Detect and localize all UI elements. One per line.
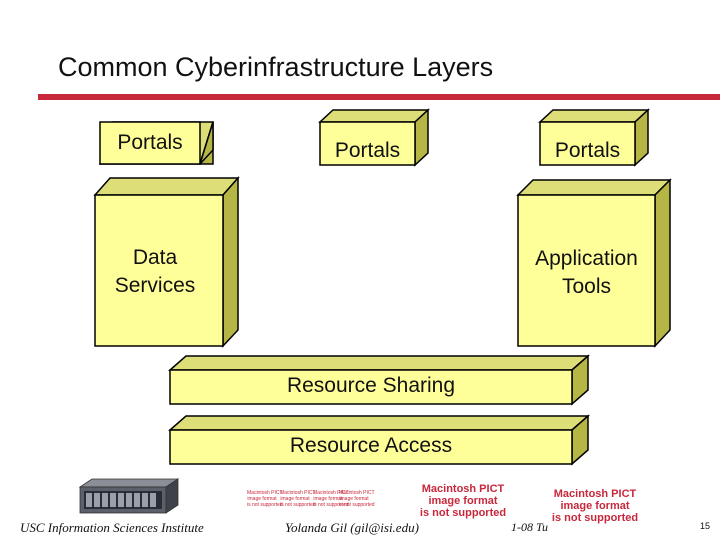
portals-right-label: Portals bbox=[554, 139, 621, 162]
slide-title: Common Cyberinfrastructure Layers bbox=[58, 52, 494, 82]
application-tools-box bbox=[516, 178, 672, 348]
portals-right-box bbox=[538, 108, 650, 167]
footer-date: 1-08 Tu bbox=[511, 520, 549, 534]
footer-author: Yolanda Gil (gil@isi.edu) bbox=[285, 520, 419, 535]
data-services-box bbox=[93, 176, 240, 348]
application-tools-label-line1: Application bbox=[535, 247, 638, 270]
page-number: 15 bbox=[700, 521, 711, 531]
data-services-label-line2: Services bbox=[114, 274, 196, 297]
footer-institute: USC Information Sciences Institute bbox=[20, 520, 204, 535]
data-services-label-line1: Data bbox=[132, 246, 178, 269]
resource-sharing-box bbox=[168, 354, 590, 406]
resource-access-label: Resource Access bbox=[289, 434, 453, 457]
application-tools-label-line2: Tools bbox=[561, 275, 612, 298]
portals-mid-label: Portals bbox=[334, 139, 401, 162]
resource-access-box bbox=[168, 414, 590, 466]
title-underline bbox=[38, 94, 720, 100]
portals-left-box bbox=[98, 121, 215, 165]
portals-mid-box bbox=[318, 108, 430, 167]
server-rack-image bbox=[78, 478, 180, 514]
resource-sharing-label: Resource Sharing bbox=[286, 374, 456, 397]
portals-left-label: Portals bbox=[117, 131, 183, 154]
